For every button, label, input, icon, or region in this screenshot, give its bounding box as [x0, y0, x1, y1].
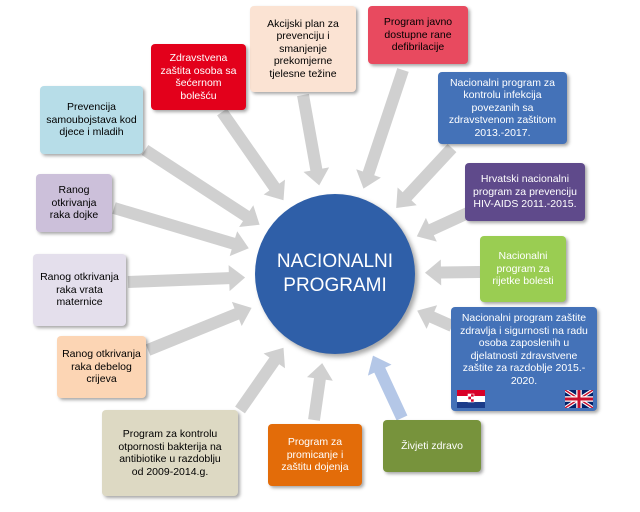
arrow-hiv [416, 206, 473, 242]
uk-flag-icon [565, 390, 593, 408]
arrow-secerna [217, 108, 285, 201]
program-box-zivjeti-zdravo: Živjeti zdravo [383, 420, 481, 472]
program-label: Nacionalni program za kontrolu infekcija… [448, 76, 557, 139]
arrow-defibrilacije [356, 68, 409, 189]
arrow-radna [417, 305, 455, 332]
arrow-dojka [112, 202, 249, 257]
arrow-antibiotici [235, 347, 285, 414]
program-label: Akcijski plan za prevenciju i smanjenje … [267, 17, 339, 80]
arrow-dojenje [307, 363, 333, 421]
program-label: Program za kontrolu otpornosti bakterija… [118, 428, 222, 478]
program-box-akcijski-plan: Akcijski plan za prevenciju i smanjenje … [250, 6, 356, 92]
croatia-flag-icon [457, 390, 485, 408]
program-label: Hrvatski nacionalni program za prevencij… [473, 173, 577, 211]
program-label: Zdravstvena zaštita osoba sa šećernom bo… [160, 52, 237, 102]
program-label: Živjeti zdravo [401, 439, 463, 452]
program-box-zastita-dojenja: Program za promicanje i zaštitu dojenja [268, 424, 362, 486]
program-label: Program za promicanje i zaštitu dojenja [281, 436, 349, 474]
program-box-kontrola-infekcija: Nacionalni program za kontrolu infekcija… [438, 72, 567, 144]
program-box-rak-debelog-crijeva: Ranog otkrivanja raka debelog crijeva [57, 336, 146, 398]
program-box-defibrilacija: Program javno dostupne rane defibrilacij… [368, 6, 468, 64]
arrow-infekcije [396, 143, 457, 208]
arrow-rijetke [425, 259, 481, 286]
arrow-crijevo [145, 301, 252, 356]
program-box-otpornost-bakterija: Program za kontrolu otpornosti bakterija… [102, 410, 238, 496]
program-label: Program javno dostupne rane defibrilacij… [383, 16, 453, 54]
center-label: NACIONALNI PROGRAMI [276, 251, 394, 296]
program-label: Nacionalni program zaštite zdravlja i si… [460, 312, 588, 387]
program-label: Ranog otkrivanja raka debelog crijeva [62, 348, 141, 386]
arrow-akcijski [297, 93, 330, 186]
program-label: Nacionalni program za rijetke bolesti [492, 250, 554, 288]
program-box-rak-maternice: Ranog otkrivanja raka vrata maternice [33, 254, 126, 326]
program-box-hiv-aids: Hrvatski nacionalni program za prevencij… [465, 163, 585, 221]
arrow-maternica [127, 265, 246, 292]
program-box-rijetke-bolesti: Nacionalni program za rijetke bolesti [480, 236, 566, 302]
program-box-secerna-bolest: Zdravstvena zaštita osoba sa šećernom bo… [151, 44, 246, 110]
program-box-rak-dojke: Ranog otkrivanja raka dojke [36, 174, 112, 232]
program-label: Prevencija samoubojstava kod djece i mla… [46, 101, 137, 139]
arrow-zdravo [367, 355, 408, 421]
program-label: Ranog otkrivanja raka vrata maternice [40, 271, 119, 309]
program-box-prevencija-samoubojstava: Prevencija samoubojstava kod djece i mla… [40, 86, 143, 154]
arrow-samoubojstva [141, 145, 260, 227]
program-label: Ranog otkrivanja raka dojke [49, 184, 99, 222]
center-circle: NACIONALNI PROGRAMI [255, 194, 415, 354]
